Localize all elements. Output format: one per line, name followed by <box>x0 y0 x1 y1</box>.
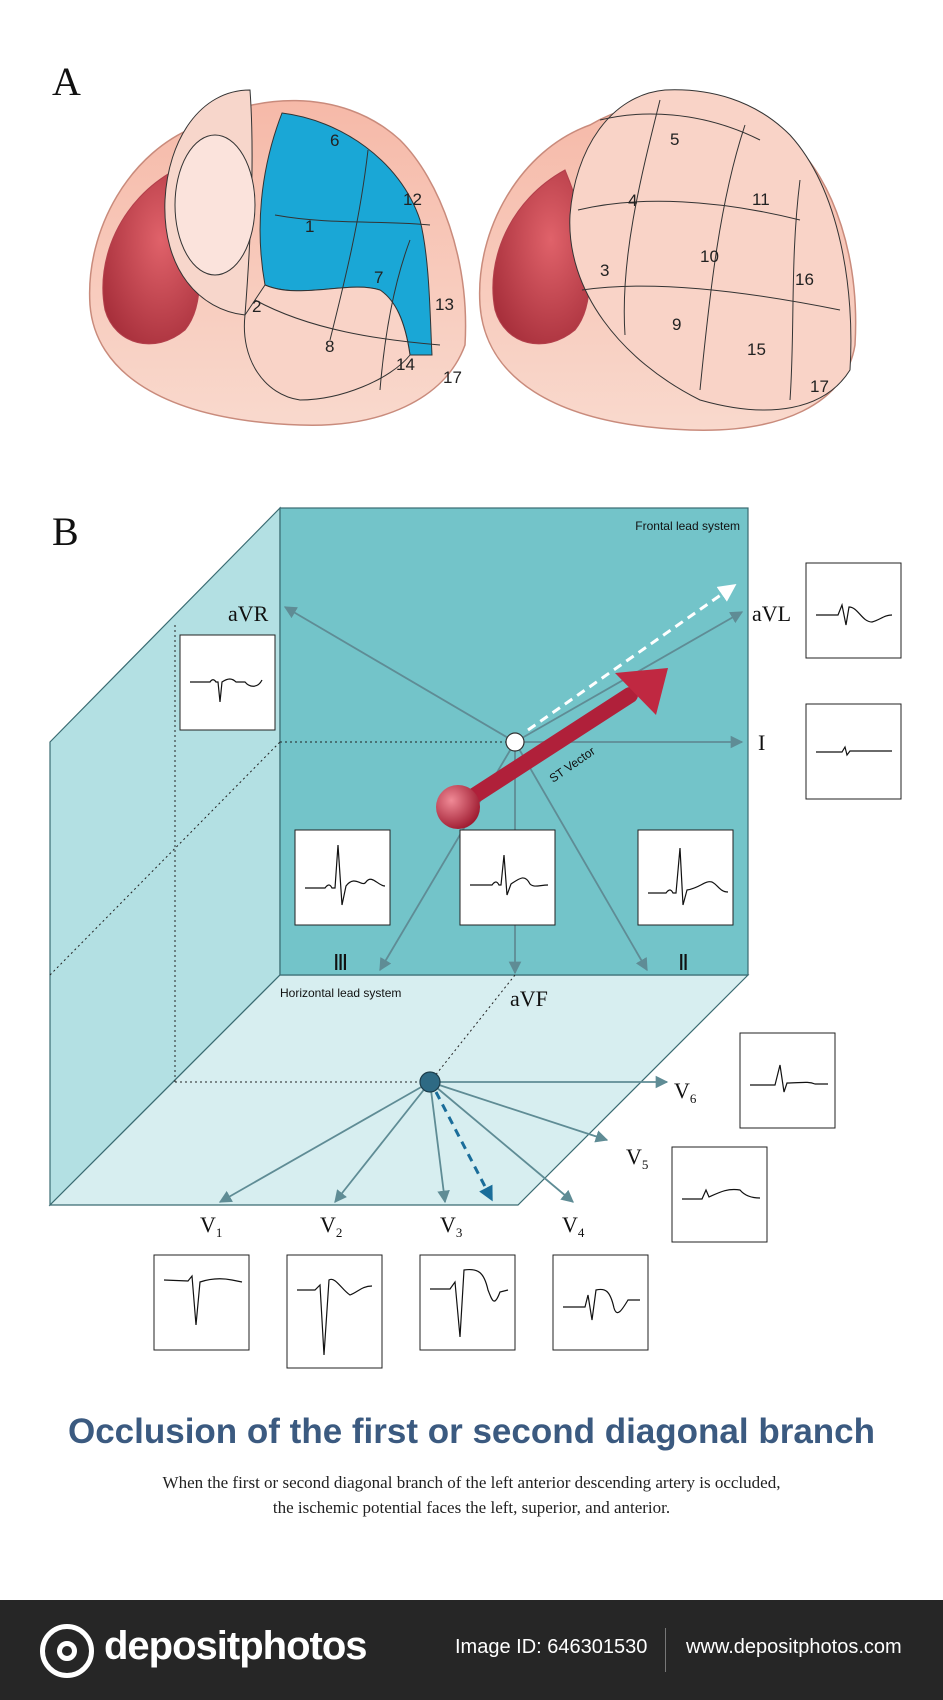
ecg-v6 <box>739 1032 836 1129</box>
right-seg-4: 4 <box>628 191 637 210</box>
svg-text:V4: V4 <box>562 1212 585 1240</box>
stock-footer-bar: depositphotos Image ID: 646301530 www.de… <box>0 1600 943 1700</box>
lead-v1-sub: 1 <box>216 1225 223 1240</box>
svg-text:V2: V2 <box>320 1212 342 1240</box>
projection-guides <box>49 625 516 1083</box>
frontal-system-label: Frontal lead system <box>635 519 740 533</box>
ecg-v1 <box>153 1254 250 1351</box>
svg-text:V3: V3 <box>440 1212 462 1240</box>
ecg-v5 <box>671 1146 768 1243</box>
lead-avf-label: aVF <box>510 986 548 1011</box>
image-id: Image ID: 646301530 <box>455 1636 648 1658</box>
left-seg-6: 6 <box>330 131 339 150</box>
left-seg-7: 7 <box>374 268 383 287</box>
brand-name: depositphotos <box>104 1624 368 1668</box>
right-heart-bullseye <box>478 89 857 431</box>
left-seg-8: 8 <box>325 337 334 356</box>
horizontal-system-label: Horizontal lead system <box>280 986 401 1000</box>
lead-v4-label: V <box>562 1212 578 1237</box>
st-projection-arrow <box>527 583 737 732</box>
lead-v2-sub: 2 <box>336 1225 343 1240</box>
lead-v4-sub: 4 <box>578 1225 585 1240</box>
ecg-lead-i <box>805 703 902 800</box>
lead-ii-label: Ⅱ <box>678 950 689 975</box>
lead-v3-label: V <box>440 1212 456 1237</box>
horizontal-lead-axes <box>218 1075 669 1204</box>
svg-text:V1: V1 <box>200 1212 222 1240</box>
svg-text:V6: V6 <box>674 1078 697 1106</box>
left-seg-13: 13 <box>435 295 454 314</box>
ecg-avl <box>805 562 902 659</box>
left-heart-bullseye <box>88 89 467 426</box>
ecg-avr <box>179 634 276 731</box>
left-seg-2: 2 <box>252 297 261 316</box>
right-seg-16: 16 <box>795 270 814 289</box>
figure-caption: When the first or second diagonal branch… <box>0 1470 943 1520</box>
frontal-origin <box>505 732 525 752</box>
ecg-lead-iii <box>294 829 391 926</box>
left-seg-17: 17 <box>443 368 462 387</box>
figure-canvas: A 6 1 12 7 13 2 8 14 17 5 4 11 3 10 16 9… <box>48 59 902 1369</box>
ecg-v4 <box>552 1254 649 1351</box>
lead-v2-label: V <box>320 1212 336 1237</box>
right-seg-11: 11 <box>752 190 770 209</box>
lead-v6-label: V <box>674 1078 690 1103</box>
right-seg-5: 5 <box>670 130 679 149</box>
ecg-v2 <box>286 1254 383 1369</box>
lead-avl-label: aVL <box>752 601 791 626</box>
horizontal-origin <box>419 1071 441 1093</box>
lead-v6-sub: 6 <box>690 1091 697 1106</box>
depositphotos-logo-icon <box>40 1624 94 1678</box>
caption-line-1: When the first or second diagonal branch… <box>162 1473 781 1492</box>
right-seg-3: 3 <box>600 261 609 280</box>
left-seg-1: 1 <box>305 217 314 236</box>
lead-v5-sub: 5 <box>642 1157 649 1172</box>
right-seg-9: 9 <box>672 315 681 334</box>
precordial-labels: V1 V2 V3 V4 V5 V6 <box>200 1078 697 1240</box>
lead-v5-label: V <box>626 1144 642 1169</box>
left-seg-12: 12 <box>403 190 422 209</box>
lead-v1-label: V <box>200 1212 216 1237</box>
panel-b-letter: B <box>52 509 79 554</box>
horizontal-st-projection <box>434 1091 494 1202</box>
lead-v3-sub: 3 <box>456 1225 463 1240</box>
right-seg-15: 15 <box>747 340 766 359</box>
figure-title: Occlusion of the first or second diagona… <box>67 1412 876 1451</box>
footer-divider <box>665 1628 666 1672</box>
right-seg-10: 10 <box>700 247 719 266</box>
lead-iii-label: Ⅲ <box>333 950 348 975</box>
lead-i-label: I <box>758 730 765 755</box>
ecg-avf <box>459 829 556 926</box>
ecg-v3 <box>419 1254 516 1351</box>
left-seg-14: 14 <box>396 355 415 374</box>
svg-text:V5: V5 <box>626 1144 648 1172</box>
lead-avr-label: aVR <box>228 601 269 626</box>
st-vector <box>436 668 668 829</box>
panel-a-letter: A <box>52 59 81 104</box>
ecg-lead-ii <box>637 829 734 926</box>
site-url[interactable]: www.depositphotos.com <box>686 1636 902 1658</box>
caption-line-2: the ischemic potential faces the left, s… <box>272 1498 671 1517</box>
right-seg-17: 17 <box>810 377 829 396</box>
